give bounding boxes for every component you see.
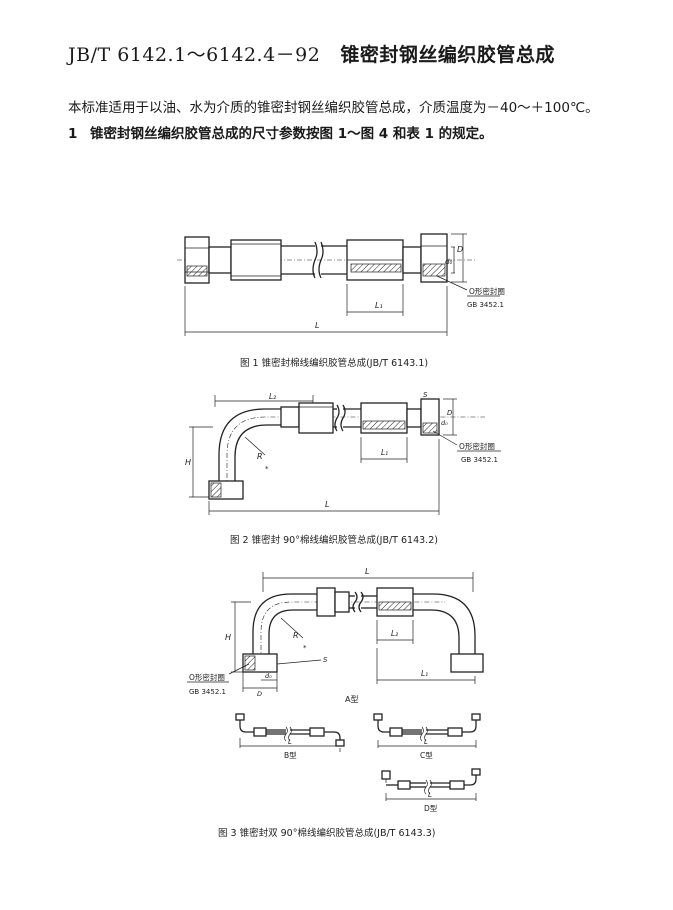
seal-std: GB 3452.1 bbox=[461, 456, 498, 464]
label-type-c: C型 bbox=[420, 751, 433, 760]
svg-text:*: * bbox=[303, 644, 307, 652]
figure-3-drawing-d: L D型 bbox=[381, 768, 481, 813]
label-H: H bbox=[185, 458, 191, 467]
label-type-d: D型 bbox=[424, 804, 438, 813]
svg-text:*: * bbox=[265, 465, 269, 473]
standard-code: JB/T 6142.1～6142.4－92 bbox=[68, 44, 321, 66]
label-R: R bbox=[293, 631, 299, 640]
label-d0: d₀ bbox=[441, 419, 448, 427]
label-sub-L: L bbox=[428, 791, 432, 799]
label-L1: L₁ bbox=[381, 448, 388, 457]
label-D: D bbox=[457, 245, 463, 254]
figure-3-drawing-a: L R * H L₂ L₁ S d₀ D O形密封圈 GB 345 bbox=[187, 567, 484, 704]
clause-text: 锥密封钢丝编织胶管总成的尺寸参数按图 1～图 4 和表 1 的规定。 bbox=[90, 126, 493, 142]
label-sub-L: L bbox=[424, 738, 428, 746]
figure-2-drawing: L₂ R * S D d₀ O形密封圈 GB 3452.1 L₁ H L bbox=[185, 391, 501, 515]
clause-1: 1 锥密封钢丝编织胶管总成的尺寸参数按图 1～图 4 和表 1 的规定。 bbox=[68, 122, 493, 142]
left-ferrule bbox=[316, 587, 336, 617]
figure-3-caption: 图 3 锥密封双 90°棉线编织胶管总成(JB/T 6143.3) bbox=[218, 828, 436, 839]
label-L1: L₁ bbox=[421, 669, 428, 678]
figure-2-caption: 图 2 锥密封 90°棉线编织胶管总成(JB/T 6143.2) bbox=[230, 535, 438, 546]
right-elbow-nut bbox=[450, 653, 484, 673]
page-title: JB/T 6142.1～6142.4－92 锥密封钢丝编织胶管总成 bbox=[68, 40, 555, 67]
seal-std: GB 3452.1 bbox=[467, 301, 504, 309]
figure-1-drawing: D d₀ O形密封圈 GB 3452.1 L₁ L bbox=[177, 233, 505, 336]
seal-std: GB 3452.1 bbox=[189, 688, 226, 696]
clause-number: 1 bbox=[68, 126, 78, 142]
seal-label: O形密封圈 bbox=[469, 286, 505, 296]
label-L1: L₁ bbox=[375, 301, 383, 310]
seal-label: O形密封圈 bbox=[459, 441, 495, 451]
figure-1-caption: 图 1 锥密封棉线编织胶管总成(JB/T 6143.1) bbox=[240, 358, 429, 369]
label-H: H bbox=[225, 633, 231, 642]
label-type-a: A型 bbox=[345, 695, 358, 704]
intro-paragraph: 本标准适用于以油、水为介质的锥密封钢丝编织胶管总成，介质温度为－40～＋100℃… bbox=[68, 100, 599, 116]
label-L: L bbox=[365, 567, 369, 576]
elbow-outer bbox=[218, 408, 281, 481]
left-ferrule bbox=[230, 239, 282, 281]
label-D: D bbox=[257, 690, 262, 698]
label-L2: L₂ bbox=[391, 629, 398, 638]
label-L2: L₂ bbox=[269, 392, 276, 401]
label-L: L bbox=[315, 321, 319, 330]
seal-label: O形密封圈 bbox=[189, 672, 225, 682]
label-S: S bbox=[323, 656, 328, 664]
label-type-b: B型 bbox=[284, 751, 297, 760]
label-L: L bbox=[325, 500, 329, 509]
label-S: S bbox=[423, 391, 428, 399]
figure-3-drawing-b: L B型 bbox=[235, 713, 345, 760]
label-D: D bbox=[447, 409, 453, 417]
figure-3-drawing-c: L C型 bbox=[373, 713, 481, 760]
label-d0: d₀ bbox=[265, 672, 272, 680]
standard-title: 锥密封钢丝编织胶管总成 bbox=[340, 44, 555, 66]
left-ferrule bbox=[298, 402, 334, 434]
label-R: R bbox=[257, 452, 263, 461]
label-sub-L: L bbox=[288, 738, 292, 746]
label-d0: d₀ bbox=[445, 258, 452, 266]
